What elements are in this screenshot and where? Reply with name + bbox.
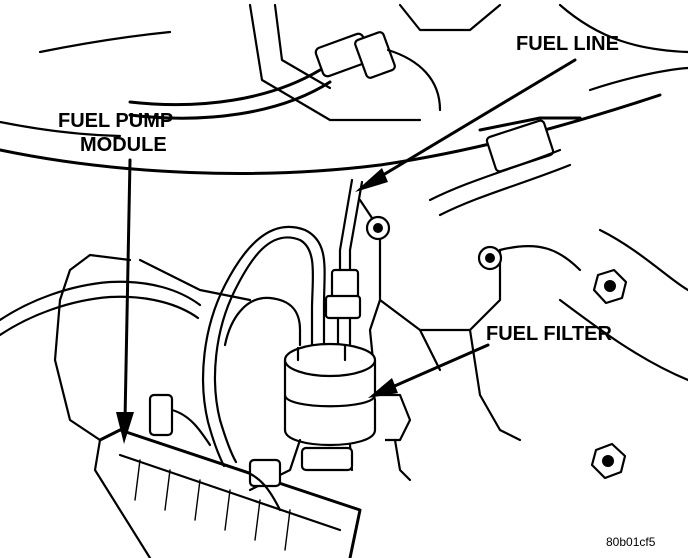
bolt-upper (365, 215, 391, 241)
fuel-filter-canister (248, 342, 412, 492)
vehicle-body-panel (0, 3, 688, 175)
label-fuel-line: FUEL LINE (516, 33, 619, 55)
filter-inlet-line (324, 178, 364, 347)
label-fuel-pump-module-line1: FUEL PUMP (58, 110, 173, 132)
fuel-tube-loops (0, 225, 326, 468)
label-fuel-pump-module-line2: MODULE (80, 134, 167, 156)
fuel-pump-module (53, 253, 362, 558)
bolt-right (592, 268, 628, 305)
figure-reference-code: 80b01cf5 (606, 535, 656, 549)
upper-fuel-line (128, 31, 582, 217)
arrow-fuel-line (355, 58, 577, 192)
arrow-fuel-filter (368, 343, 490, 398)
mounting-bracket (358, 198, 688, 442)
arrow-fuel-pump-module (116, 158, 134, 444)
bolt-lower-right (590, 442, 627, 480)
label-fuel-filter: FUEL FILTER (486, 323, 612, 345)
bolt-middle (477, 245, 503, 271)
